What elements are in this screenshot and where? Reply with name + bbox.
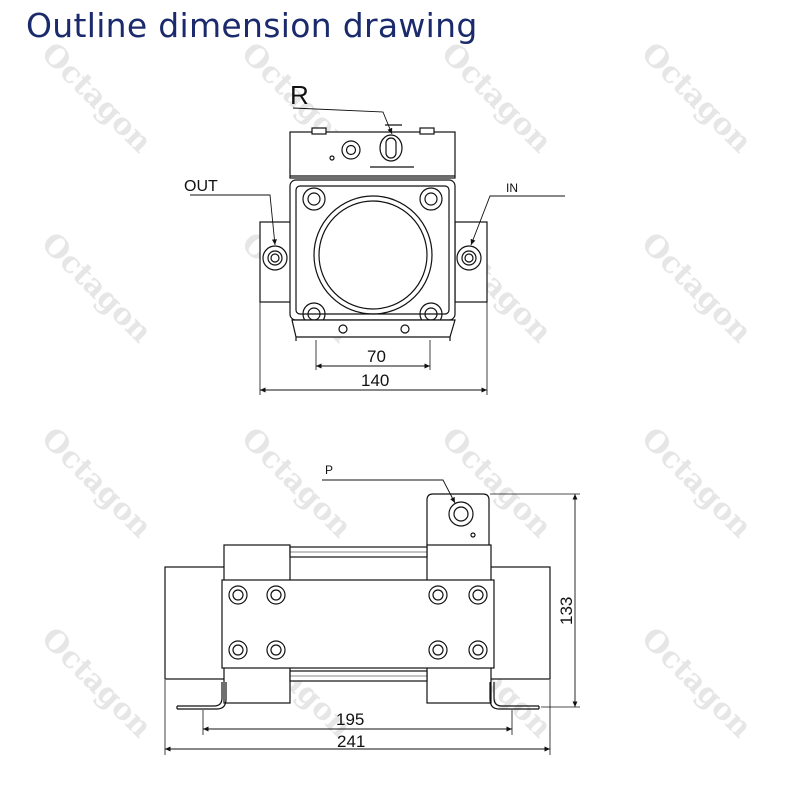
dim-195: 195 — [336, 710, 364, 729]
watermark: Octagon — [34, 421, 158, 545]
dim-133: 133 — [557, 597, 576, 625]
left-foot — [177, 682, 223, 707]
in-port — [456, 245, 482, 271]
out-port-label: OUT — [184, 178, 218, 195]
watermark: Octagon — [34, 36, 158, 160]
watermark: Octagon — [634, 226, 758, 350]
right-end-cap — [489, 566, 551, 680]
out-port — [262, 245, 288, 271]
side-view — [164, 479, 580, 755]
watermark: Octagon — [234, 421, 358, 545]
left-end-cap — [164, 566, 226, 680]
p-port-label: P — [325, 463, 333, 477]
right-side-block — [454, 221, 488, 303]
side-body — [221, 579, 495, 669]
center-housing — [313, 195, 433, 315]
watermark: Octagon — [634, 36, 758, 160]
p-port-bracket — [426, 493, 490, 545]
front-view — [190, 107, 565, 395]
page-title: Outline dimension drawing — [26, 6, 478, 45]
right-foot — [493, 682, 539, 707]
r-port-label: R — [290, 80, 309, 110]
top-cap — [289, 131, 456, 179]
dim-70: 70 — [367, 347, 386, 366]
watermark: Octagon — [34, 621, 158, 745]
dim-140: 140 — [361, 371, 389, 390]
watermark: Octagon — [634, 421, 758, 545]
r-port — [379, 134, 403, 162]
watermark: Octagon — [34, 226, 158, 350]
base-plate — [291, 319, 456, 338]
in-port-label: IN — [506, 181, 518, 195]
watermark: Octagon — [634, 621, 758, 745]
dim-241: 241 — [337, 732, 365, 751]
p-port — [448, 501, 474, 527]
